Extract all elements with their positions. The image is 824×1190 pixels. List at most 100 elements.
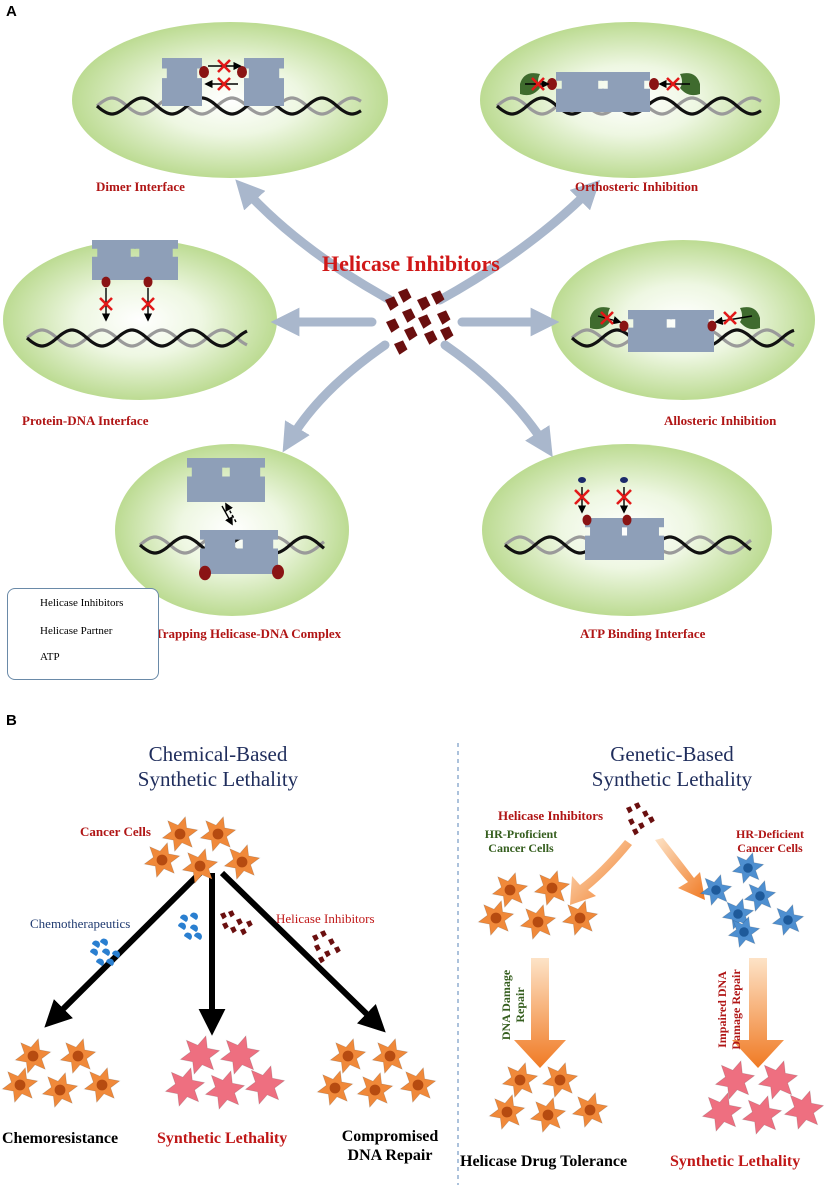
legend-label-partner: Helicase Partner xyxy=(40,625,113,637)
dna-strand xyxy=(95,96,362,116)
binding-site xyxy=(199,66,209,78)
block-mark xyxy=(531,77,545,91)
inhibitor-chunk xyxy=(632,828,639,836)
chemo-dot xyxy=(100,938,108,946)
cell xyxy=(179,1034,221,1076)
cell-nucleus xyxy=(546,882,558,894)
binding-site xyxy=(582,514,592,526)
inhibitor-chunk xyxy=(220,912,227,920)
block-mark xyxy=(616,489,632,505)
inhibitor-chunk xyxy=(385,296,399,311)
cell-nucleus xyxy=(14,1079,26,1091)
outcome-synthetic-lethality-chem: Synthetic Lethality xyxy=(157,1130,288,1147)
chemo-dot xyxy=(190,912,198,920)
binding-site xyxy=(649,78,659,90)
inhibitor-chunk xyxy=(431,290,445,305)
cell-nucleus xyxy=(369,1084,381,1096)
center-title: Helicase Inhibitors xyxy=(322,251,500,276)
outcome-synthetic-lethality-gen: Synthetic Lethality xyxy=(670,1153,801,1170)
inhibitor-chunk xyxy=(246,920,253,928)
cell-nucleus xyxy=(72,1050,84,1062)
cell-nucleus xyxy=(329,1082,341,1094)
helicase-monomer xyxy=(162,58,202,106)
inhibitor-chunk xyxy=(318,956,325,964)
helicase-proteins xyxy=(92,58,760,581)
inhibitor-chunk xyxy=(312,934,319,942)
inhibitor-cluster-center xyxy=(385,288,454,355)
block-mark xyxy=(574,489,590,505)
helicase-monomer xyxy=(628,310,672,352)
block-mark xyxy=(723,311,737,325)
inhibitor-chunk xyxy=(648,816,655,824)
panel-b-label: B xyxy=(6,712,17,729)
label-chemotherapeutics: Chemotherapeutics xyxy=(30,916,131,931)
inhibitor-chunk xyxy=(418,314,432,329)
binding-site xyxy=(622,514,632,526)
legend-label-atp: ATP xyxy=(40,651,60,663)
oval-dimer xyxy=(72,22,388,178)
label-dimer-interface: Dimer Interface xyxy=(96,179,185,194)
chemo-dot xyxy=(190,924,198,932)
inhibitor-chunk xyxy=(398,288,412,303)
repair-line2: Repair xyxy=(512,987,527,1023)
inhibitor-chunk xyxy=(634,802,641,810)
inhibitor-chunk xyxy=(228,910,235,918)
cell-nucleus xyxy=(743,863,753,873)
cell-nucleus xyxy=(174,828,186,840)
helicase-monomer xyxy=(92,240,136,280)
outcome-drug-tolerance: Helicase Drug Tolerance xyxy=(460,1153,628,1170)
label-trapping-complex: Trapping Helicase-DNA Complex xyxy=(155,626,342,641)
cell xyxy=(757,1059,799,1101)
helicase-monomer xyxy=(670,310,714,352)
inhibitor-chunk xyxy=(417,296,431,311)
block-mark xyxy=(666,77,680,91)
genetic-title-line1: Genetic-Based xyxy=(610,742,734,766)
cell-nucleus xyxy=(574,912,586,924)
cell xyxy=(244,1064,286,1106)
cell xyxy=(219,1034,261,1076)
cell-nucleus xyxy=(504,884,516,896)
cell xyxy=(783,1089,824,1131)
block-mark xyxy=(217,59,231,73)
inhibitor-chunk xyxy=(440,326,454,341)
chemo-dot xyxy=(90,948,98,956)
panel-a-label: A xyxy=(6,3,17,20)
chemo-dot xyxy=(92,940,100,948)
hr-deficient-line1: HR-Deficient xyxy=(736,827,804,841)
block-mark xyxy=(217,77,231,91)
dna-strand xyxy=(495,96,762,116)
cell-nucleus xyxy=(542,1109,554,1121)
outcome-compromised-repair: Compromised DNA Repair xyxy=(330,1127,450,1165)
helicase-partner xyxy=(740,307,760,330)
inhibitor-chunk xyxy=(240,928,247,936)
inhibitor-chunk xyxy=(230,926,237,934)
label-cancer-cells: Cancer Cells xyxy=(80,824,151,839)
cell-nucleus xyxy=(236,856,248,868)
inhibitor-chunk xyxy=(638,822,645,830)
helicase-partner xyxy=(590,307,610,330)
label-dna-damage-repair: DNA Damage Repair xyxy=(499,960,528,1050)
cells xyxy=(1,815,824,1136)
cell-nucleus xyxy=(733,909,743,919)
drug-clusters xyxy=(90,802,655,966)
label-helicase-inhibitors-gen: Helicase Inhibitors xyxy=(498,808,604,823)
dna-strand xyxy=(95,96,362,116)
cell xyxy=(741,1094,783,1136)
label-helicase-inhibitors-chem: Helicase Inhibitors xyxy=(276,911,375,926)
helicase-monomer xyxy=(244,58,284,106)
repair-line1: DNA Damage xyxy=(499,969,513,1041)
label-orthosteric-inhibition: Orthosteric Inhibition xyxy=(575,179,699,194)
cell-nucleus xyxy=(739,927,749,937)
outcome-compromised-line2: DNA Repair xyxy=(347,1147,433,1165)
chemo-dot xyxy=(194,932,202,940)
atp-molecule xyxy=(578,477,586,483)
cell-nucleus xyxy=(711,885,721,895)
cell xyxy=(701,1091,743,1133)
binding-site xyxy=(619,320,629,332)
arrow xyxy=(221,505,233,526)
cell xyxy=(164,1066,206,1108)
binding-site xyxy=(707,320,717,332)
helicase-monomer xyxy=(134,240,178,280)
chemo-dot xyxy=(184,932,192,940)
cell-nucleus xyxy=(54,1084,66,1096)
